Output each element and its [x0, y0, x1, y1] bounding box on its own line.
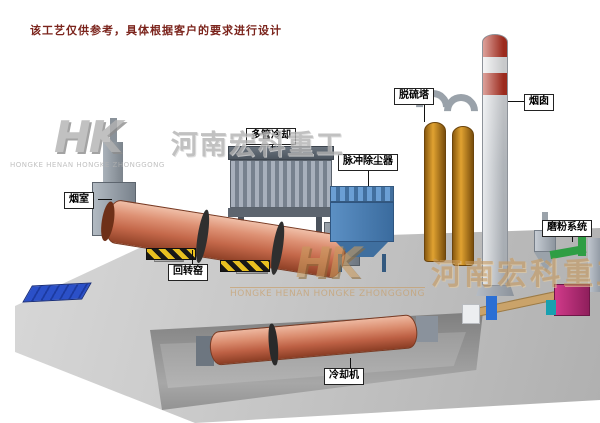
hazard-stripe-barrier: [146, 248, 196, 260]
desulfurization-tower: [452, 126, 474, 266]
cooling-machine-tyre: [267, 323, 280, 366]
cooler-discharge: [416, 316, 438, 342]
brand-name-en: HONGKE HENAN HONGKE ZHONGGONG: [10, 161, 165, 169]
leader-line-smoke-chamber: [98, 199, 112, 200]
hazard-stripe-barrier: [220, 260, 270, 272]
leader-line-tower: [424, 104, 425, 122]
dust-collector-leg: [338, 254, 342, 272]
cooler-leg: [316, 217, 322, 243]
label-multi-tube-cooler: 多管冷却: [246, 128, 296, 145]
leader-line-dust-collector: [368, 170, 369, 186]
label-rotary-kiln: 回转窑: [168, 264, 208, 281]
label-pulse-dust-collector: 脉冲除尘器: [338, 154, 398, 171]
silo: [588, 238, 600, 292]
leader-line-chimney: [508, 101, 524, 102]
label-desulfurization-tower: 脱硫塔: [394, 88, 434, 105]
green-pipe-vertical: [578, 222, 586, 256]
leader-line-multi-tube-cooler: [272, 144, 273, 150]
disclaimer-note: 该工艺仅供参考，具体根据客户的要求进行设计: [30, 24, 282, 37]
leader-line-grinding: [572, 236, 573, 242]
cooler-base: [228, 208, 334, 217]
label-cooling-machine: 冷却机: [324, 368, 364, 385]
smoke-chamber-stack: [110, 118, 117, 146]
smoke-chamber-duct: [103, 142, 123, 186]
dust-collector-hopper: [336, 242, 388, 257]
leader-line-rotary-kiln: [192, 250, 193, 264]
kiln-tyre: [268, 220, 287, 276]
cooler-header: [228, 146, 334, 160]
label-smoke-chamber: 烟室: [64, 192, 94, 209]
material-bags: [462, 304, 480, 324]
chimney: [482, 34, 508, 286]
pulse-dust-collector: [330, 202, 394, 242]
grinding-mill: [554, 284, 590, 316]
dust-collector-leg: [382, 254, 386, 272]
label-grinding-system: 磨粉系统: [542, 220, 592, 237]
brand-logo: HK HONGKE HENAN HONGKE ZHONGGONG: [10, 116, 165, 169]
multi-tube-cooler: [230, 160, 332, 208]
label-chimney: 烟囱: [524, 94, 554, 111]
dust-collector-top: [330, 186, 394, 202]
leader-line-cooling-machine: [350, 358, 351, 368]
mill-motor: [546, 300, 556, 315]
desulfurization-tower: [424, 122, 446, 262]
control-cabinet: [486, 296, 497, 320]
blue-pallet: [22, 282, 92, 303]
kiln-tyre: [193, 208, 212, 264]
